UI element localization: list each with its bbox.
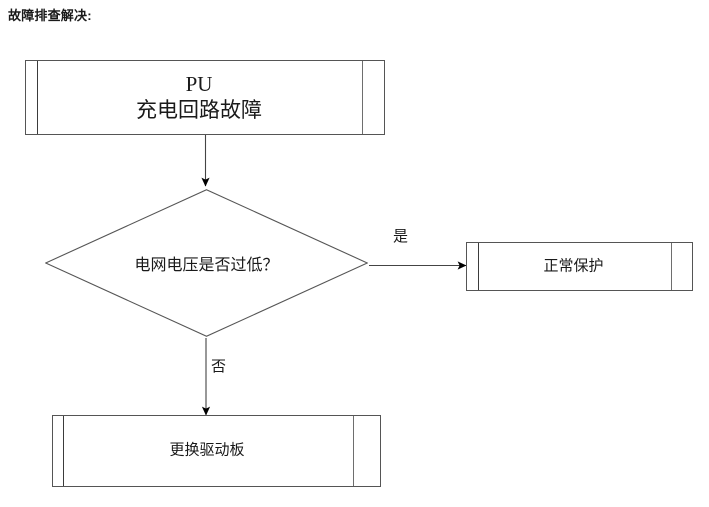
predefined-process-bar-right (353, 416, 354, 486)
predefined-process-bar-right (362, 61, 363, 134)
predefined-process-bar-left (37, 61, 38, 134)
node-label: 正常保护 (543, 257, 604, 274)
page-title: 故障排查解决: (8, 8, 92, 23)
node-decision-grid-voltage-low[interactable]: 电网电压是否过低？ (45, 189, 368, 337)
edge-label-yes: 是 (393, 229, 409, 245)
node-charging-circuit-fault[interactable]: PU 充电回路故障 (25, 60, 385, 135)
edge-label-no: 否 (211, 359, 227, 375)
node-label: 电网电压是否过低？ (134, 257, 279, 274)
node-label: 更换驱动板 (169, 442, 245, 459)
predefined-process-bar-left (63, 416, 64, 486)
node-normal-protection[interactable]: 正常保护 (466, 242, 693, 291)
predefined-process-bar-right (671, 243, 672, 290)
predefined-process-bar-left (478, 243, 479, 290)
node-replace-driver-board[interactable]: 更换驱动板 (52, 415, 381, 487)
node-label: PU 充电回路故障 (136, 71, 262, 123)
diamond-shape (45, 189, 368, 337)
